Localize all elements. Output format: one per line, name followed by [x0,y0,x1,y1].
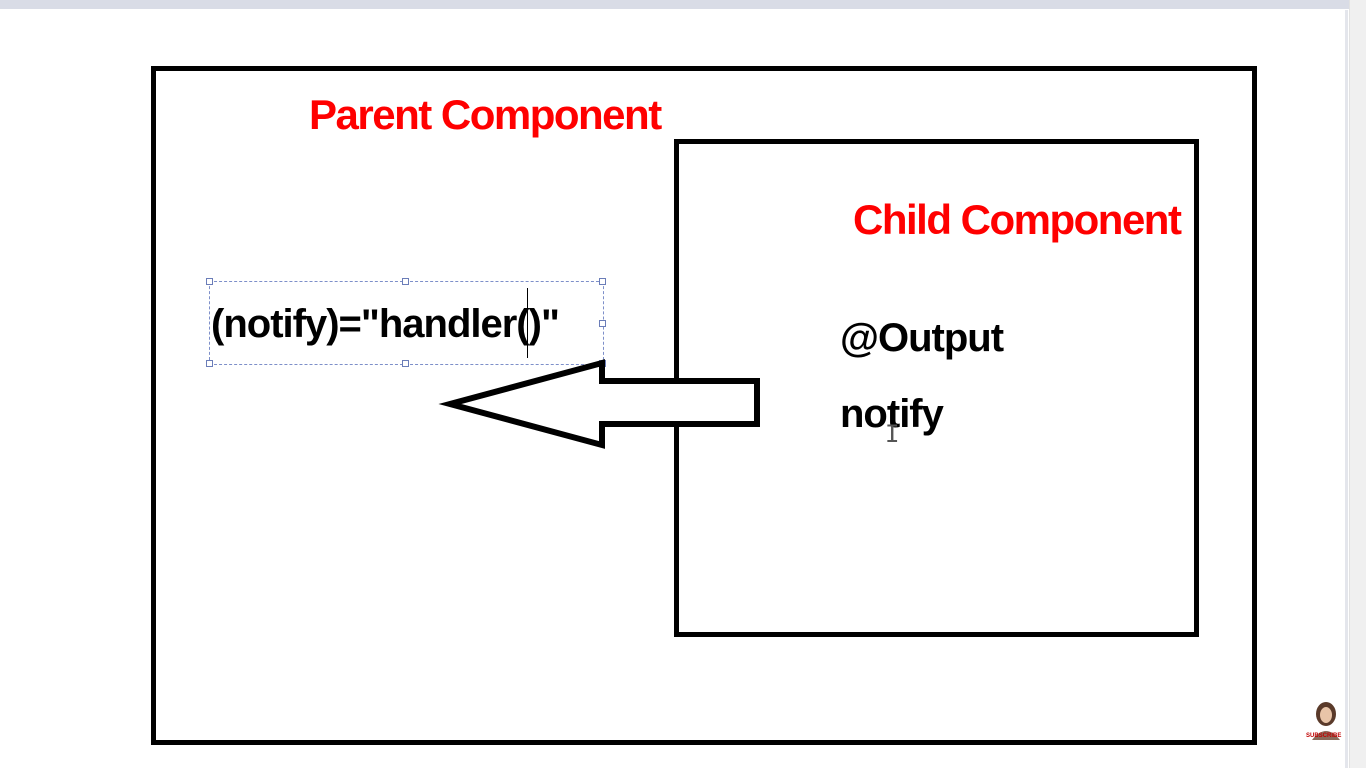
parent-component-box [151,66,1257,745]
subscribe-label[interactable]: SUBSCRIBE [1306,733,1342,739]
resize-handle-bottom-right[interactable] [599,360,606,367]
output-name-text[interactable]: notify [840,392,944,436]
resize-handle-top-right[interactable] [599,278,606,285]
event-binding-text[interactable]: (notify)="handler()" [211,302,560,346]
vertical-scrollbar[interactable] [1349,0,1366,768]
i-beam-cursor-icon: I [885,420,900,448]
resize-handle-top-middle[interactable] [402,278,409,285]
resize-handle-middle-right[interactable] [599,320,606,327]
output-decorator-text: @Output [840,316,1004,360]
slide-edge [1345,10,1348,768]
child-component-title: Child Component [853,196,1182,243]
text-caret [527,288,528,358]
resize-handle-bottom-left[interactable] [206,360,213,367]
resize-handle-top-left[interactable] [206,278,213,285]
parent-component-title: Parent Component [309,91,662,138]
resize-handle-bottom-middle[interactable] [402,360,409,367]
window-top-bar [0,0,1350,9]
presenter-avatar-icon [1312,702,1340,740]
